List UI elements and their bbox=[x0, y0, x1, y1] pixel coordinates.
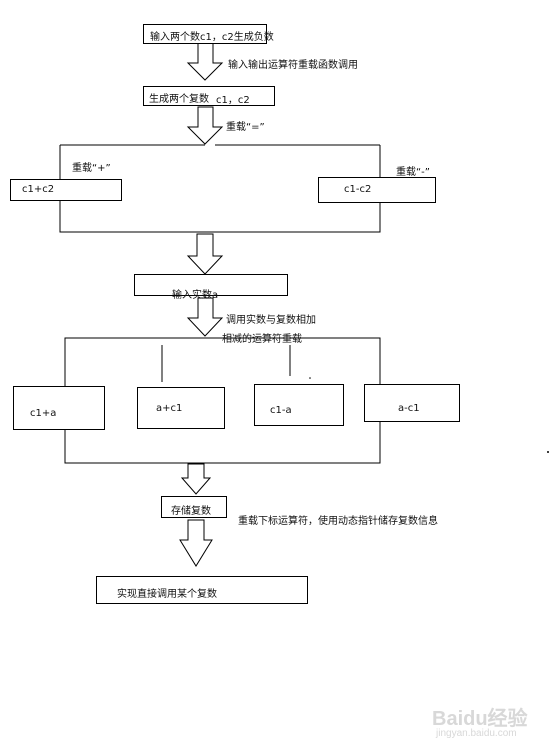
node-c1-plus-a: c1+a bbox=[30, 408, 57, 419]
speck-dot bbox=[309, 377, 311, 379]
label-real-complex-1: 调用实数与复数相加 bbox=[226, 315, 316, 326]
arrow-1 bbox=[186, 42, 224, 81]
speck-dot bbox=[547, 451, 549, 453]
label-subscript: 重载下标运算符，使用动态指针储存复数信息 bbox=[238, 516, 438, 527]
node-input-two: 输入两个数c1，c2生成负数 bbox=[150, 32, 274, 43]
arrow-5 bbox=[180, 463, 212, 495]
bracket-2-dividers bbox=[161, 345, 291, 382]
node-store: 存储复数 bbox=[171, 506, 211, 517]
watermark-url: jingyan.baidu.com bbox=[436, 728, 517, 739]
box-store bbox=[161, 496, 227, 518]
node-c1-minus-a: c1-a bbox=[270, 405, 292, 416]
node-c1-plus-c2: c1+c2 bbox=[22, 184, 55, 195]
label-overload-plus: 重载“+” bbox=[72, 163, 111, 174]
label-overload-minus: 重载“-” bbox=[396, 167, 430, 178]
box-input-two bbox=[143, 24, 267, 44]
label-overload-assign: 重载“=” bbox=[226, 122, 265, 133]
node-a-plus-c1: a+c1 bbox=[156, 403, 183, 414]
box-c1-minus-a bbox=[254, 384, 344, 426]
node-input-real: 输入实数a bbox=[172, 290, 219, 301]
label-real-complex-2: 相减的运算符重载 bbox=[222, 334, 302, 345]
box-gen-two bbox=[143, 86, 275, 106]
arrow-4 bbox=[186, 297, 224, 337]
label-overload-io: 输入输出运算符重载函数调用 bbox=[228, 60, 358, 71]
node-a-minus-c1: a-c1 bbox=[398, 403, 420, 414]
arrow-3 bbox=[186, 233, 224, 275]
box-c1-minus-c2 bbox=[318, 177, 436, 203]
watermark-brand: Baidu经验 bbox=[432, 708, 528, 730]
box-input-real bbox=[134, 274, 288, 296]
box-c1-plus-c2 bbox=[10, 179, 122, 201]
box-a-plus-c1 bbox=[137, 387, 225, 429]
box-a-minus-c1 bbox=[364, 384, 460, 422]
node-gen-two-vars: c1，c2 bbox=[216, 95, 250, 106]
arrow-6 bbox=[179, 519, 213, 567]
arrow-2 bbox=[186, 106, 224, 145]
box-direct bbox=[96, 576, 308, 604]
box-c1-plus-a bbox=[13, 386, 105, 430]
node-direct: 实现直接调用某个复数 bbox=[117, 589, 217, 600]
node-c1-minus-c2: c1-c2 bbox=[344, 184, 372, 195]
node-gen-two: 生成两个复数 bbox=[149, 94, 209, 105]
